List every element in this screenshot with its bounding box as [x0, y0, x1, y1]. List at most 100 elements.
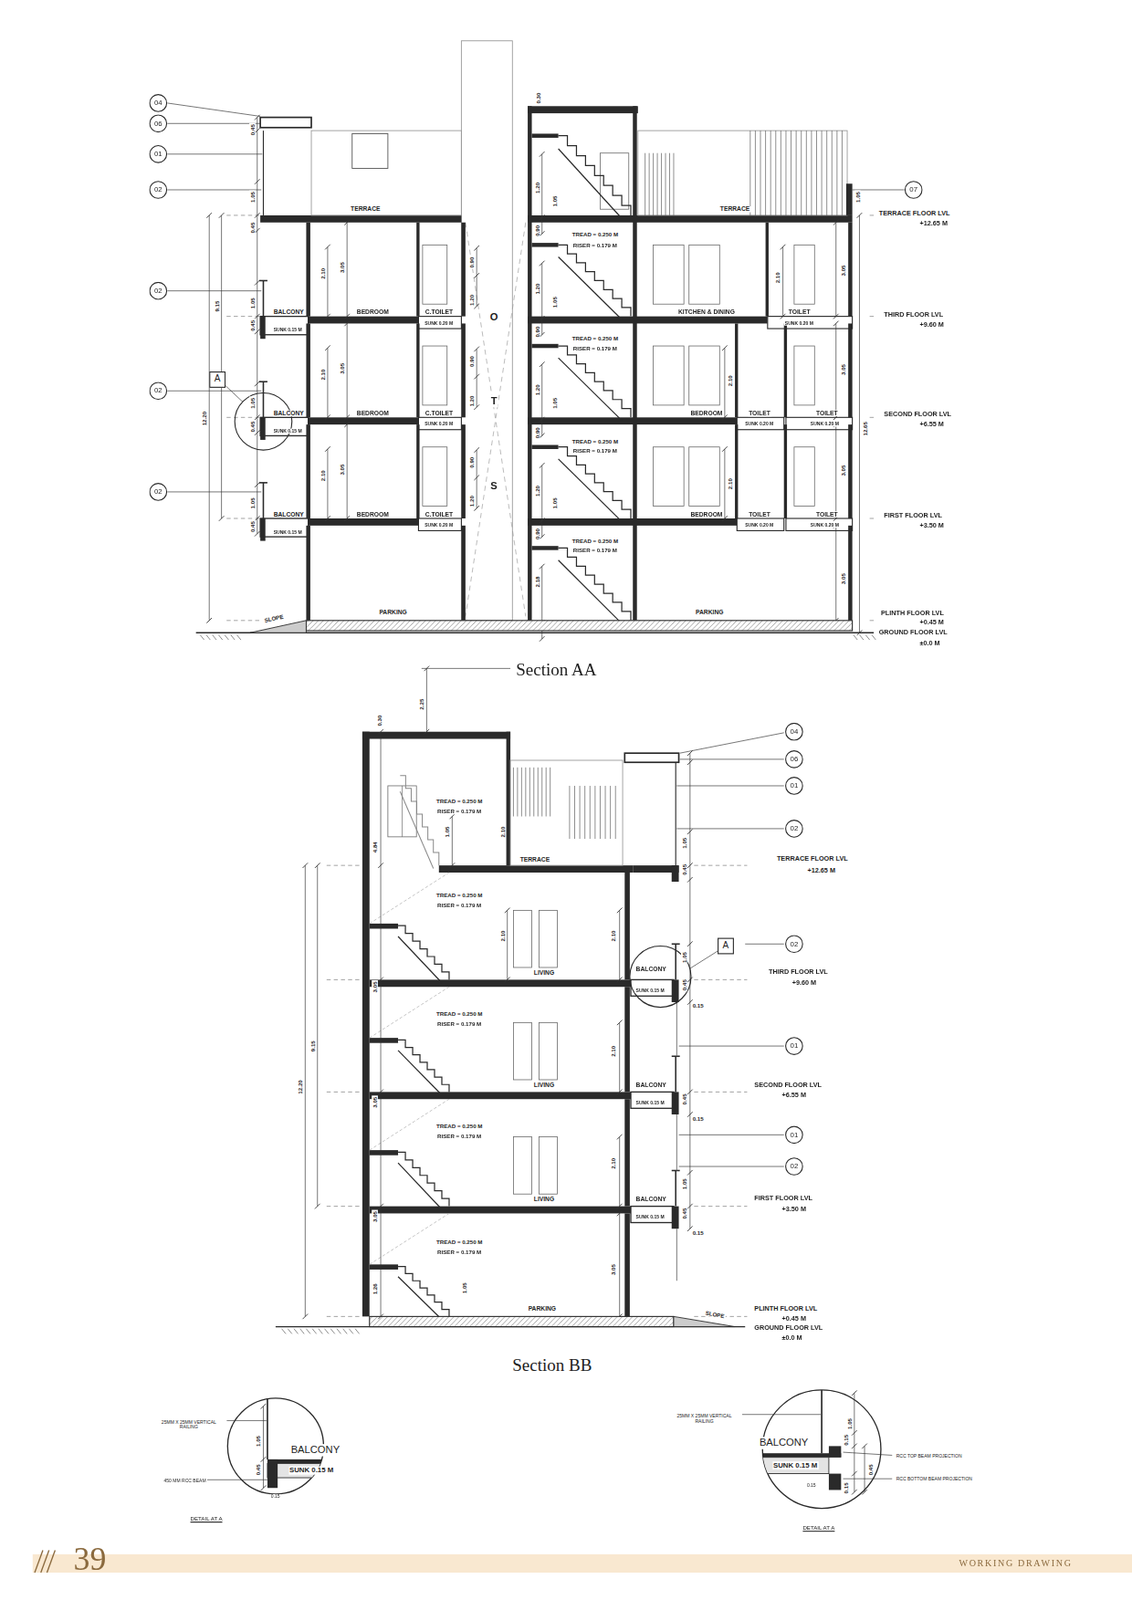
dimension-value: 0.45: [248, 319, 255, 333]
level-label: THIRD FLOOR LVL: [882, 309, 944, 317]
door: [538, 1137, 557, 1195]
dimension-tick: [539, 361, 546, 367]
dimension-tick: [617, 1020, 623, 1027]
leader-line: [680, 758, 785, 760]
room-label: BALCONY: [272, 409, 305, 418]
earth-mark: [871, 634, 876, 640]
sunk-note: SUNK 0.15 M: [634, 987, 665, 994]
railing-hatch: [672, 153, 674, 216]
dimension-tick: [324, 244, 331, 251]
dimension-tick: [219, 515, 225, 522]
callout-text: 04: [790, 727, 799, 736]
dimension-tick: [254, 482, 261, 488]
wall: [784, 323, 787, 418]
slab: [369, 1091, 631, 1100]
column: [624, 1213, 630, 1317]
wall: [848, 525, 852, 621]
stair-soffit: [558, 357, 622, 420]
balcony-beam: [260, 518, 266, 542]
dimension-value: 12.65: [862, 420, 870, 438]
level-line: [226, 315, 260, 317]
callout-number: 02: [785, 1157, 804, 1176]
railing-hatch: [513, 767, 514, 818]
stair-note: TREAD = 0.250 M: [435, 1238, 484, 1246]
callout-number: 01: [785, 1037, 804, 1056]
sunk-slab: [418, 518, 462, 531]
room-label: LIVING: [533, 1195, 556, 1204]
dimension-value: 3.05: [839, 363, 847, 377]
dimension-value: 0.30: [534, 91, 542, 105]
slope-ramp: [250, 620, 306, 633]
detail-label: BALCONY: [290, 1444, 342, 1457]
terrace-structure: [638, 130, 848, 216]
railing-hatch: [826, 130, 828, 216]
earth-mark: [853, 634, 858, 640]
glazing-line: [676, 1114, 678, 1171]
stair-flight: [558, 345, 631, 418]
room-label: BALCONY: [634, 1081, 667, 1090]
dimension-tick: [344, 321, 350, 327]
dimension-line: [476, 450, 478, 509]
callout-outline: [786, 820, 804, 839]
callout-text: 02: [154, 186, 163, 195]
detail-note: 25MM X 25MM VERTICAL RAILING: [150, 1419, 227, 1431]
railing-hatch: [652, 153, 654, 216]
sunk-note: SUNK 0.15 M: [272, 326, 304, 333]
column: [624, 1099, 630, 1206]
balcony-beam: [260, 417, 266, 441]
detail-note: RCC TOP BEAM PROJECTION: [895, 1453, 964, 1459]
dimension-tick: [261, 1456, 267, 1463]
dimension-value: 3.05: [839, 263, 847, 277]
dimension-value: 2.10: [319, 367, 326, 381]
slab: [527, 417, 737, 425]
balcony-beam: [671, 1206, 680, 1230]
level-label: TERRACE FLOOR LVL: [775, 853, 849, 861]
wall: [305, 424, 310, 519]
level-label: PLINTH FLOOR LVL: [880, 608, 945, 617]
balcony-railing: [262, 482, 265, 519]
dimension-tick: [324, 515, 331, 522]
dimension-value: 1.05: [550, 194, 557, 208]
leader-line: [167, 290, 262, 292]
wall: [461, 424, 465, 519]
dimension-line: [380, 732, 382, 1318]
balcony-slab: [260, 316, 309, 336]
dimension-value: 2.10: [609, 1157, 617, 1171]
sunk-note: SUNK 0.15 M: [634, 1214, 665, 1220]
dimension-tick: [539, 151, 546, 158]
dimension-value: 1.26: [371, 1282, 378, 1296]
dimension-line: [451, 816, 453, 866]
level-line: [693, 1205, 747, 1207]
dimension-value: 4.84: [371, 840, 378, 854]
sunk-note: SUNK 0.15 M: [272, 428, 304, 434]
dimension-value: 1.05: [846, 1417, 853, 1431]
dimension-tick: [539, 261, 546, 267]
leader-line: [680, 733, 785, 754]
balcony-slab: [630, 1206, 674, 1224]
sunk-slab: [267, 1463, 365, 1478]
wall: [362, 732, 370, 1318]
level-label: ±0.0 M: [780, 1333, 803, 1342]
level-label: +6.55 M: [918, 419, 945, 428]
detail-label: BALCONY: [758, 1436, 810, 1449]
dimension-tick: [344, 220, 350, 226]
callout-number: 01: [148, 145, 168, 164]
dimension-tick: [324, 345, 331, 351]
dimension-value: 2.10: [319, 469, 326, 483]
dimension-tick: [254, 212, 261, 219]
dimension-tick: [851, 1444, 858, 1450]
railing-hatch: [800, 130, 802, 216]
leader-line: [167, 188, 262, 190]
detail-tag-text: A: [723, 941, 730, 952]
level-line: [869, 214, 874, 216]
stair-soffit: [398, 1050, 442, 1096]
callout-number: 02: [148, 180, 168, 200]
stair-note: TREAD = 0.250 M: [435, 891, 484, 899]
stair-landing: [532, 242, 559, 247]
dimension-value: 0.45: [248, 520, 255, 534]
dimension-value: 1.05: [248, 190, 255, 204]
railing: [266, 1388, 269, 1460]
callout-outline: [904, 181, 923, 200]
wall: [734, 323, 738, 418]
